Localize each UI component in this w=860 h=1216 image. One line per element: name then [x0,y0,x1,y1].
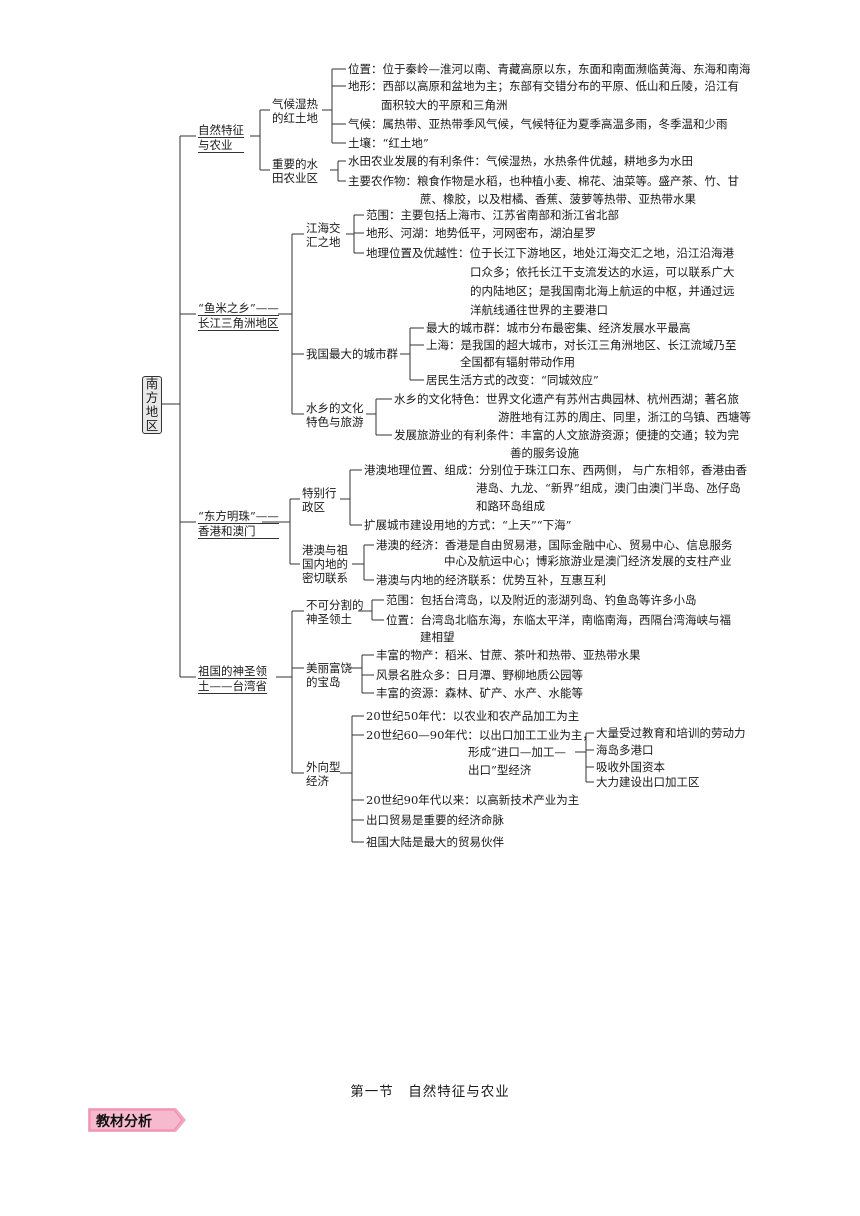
node-taiwan: 祖国的神圣领 土——台湾省 [198,664,267,694]
leaf-main-crops-cont: 蔗、橡胶，以及柑橘、香蕉、菠萝等热带、亚热带水果 [420,192,696,206]
node-yangtze-delta: “鱼米之乡”—— 长江三角洲地区 [198,301,279,331]
leaf-tourism-conditions-cont: 善的服务设施 [510,446,579,460]
node-red-soil: 气候湿热的红土地 [272,97,318,125]
leaf-terrain-cont: 面积较大的平原和三角洲 [381,98,508,112]
leaf-water-culture: 水乡的文化特色：世界文化遗产有苏州古典园林、杭州西湖；著名旅 [394,392,739,406]
leaf-taiwan-scope: 范围：包括台湾岛，以及附近的澎湖列岛、钓鱼岛等许多小岛 [386,593,697,607]
leaf-products: 丰富的物产：稻米、甘蔗、茶叶和热带、亚热带水果 [376,648,641,662]
leaf-foreign-capital: 吸收外国资本 [596,760,665,774]
node-paddy-agriculture: 重要的水田农业区 [272,157,318,185]
leaf-hk-macau-economy-cont: 中心及航运中心；博彩旅游业是澳门经济发展的支柱产业 [444,554,732,568]
root-label: 南方地区 [145,376,159,433]
node-river-sea-junction: 江海交汇之地 [306,221,341,249]
leaf-shanghai: 上海：是我国的超大城市，对长江三角洲地区、长江流域乃至 [426,338,737,352]
leaf-hk-macau-location: 港澳地理位置、组成：分别位于珠江口东、西两侧， 与广东相邻，香港由香 [364,463,748,477]
leaf-taiwan-position-cont: 建相望 [420,630,455,644]
leaf-ports: 海岛多港口 [596,743,654,757]
leaf-geo-advantage-4: 洋航线通往世界的主要港口 [470,303,608,317]
node-inseparable-territory: 不可分割的神圣领土 [306,598,364,626]
leaf-resources: 丰富的资源：森林、矿产、水产、水能等 [376,686,583,700]
leaf-taiwan-position: 位置：台湾岛北临东海，东临太平洋，南临南海，西隔台湾海峡与福 [386,613,731,627]
section-title: 第一节 自然特征与农业 [350,1084,510,1100]
leaf-scope: 范围：主要包括上海市、江苏省南部和浙江省北部 [366,208,619,222]
leaf-scenic-spots: 风景名胜众多：日月潭、野柳地质公园等 [376,668,583,682]
leaf-1960s-90s: 20世纪60—90年代：以出口加工工业为主， [366,728,594,742]
node-hk-macau: “东方明珠”—— 香港和澳门 [198,509,279,539]
leaf-trained-labor: 大量受过教育和培训的劳动力 [596,726,746,740]
leaf-export-lifeline: 出口贸易是重要的经济命脉 [366,813,504,827]
leaf-lifestyle: 居民生活方式的改变：“同城效应” [426,373,599,387]
leaf-climate: 气候：属热带、亚热带季风气候，气候特征为夏季高温多雨，冬季温和少雨 [348,117,728,131]
leaf-land-expansion: 扩展城市建设用地的方式：“上天”“下海” [364,518,572,532]
leaf-largest-cluster: 最大的城市群：城市分布最密集、经济发展水平最高 [426,321,691,335]
leaf-tourism-conditions: 发展旅游业的有利条件：丰富的人文旅游资源；便捷的交通；较为完 [394,428,739,442]
leaf-1960s-90s-2: 形成“进口—加工— [468,745,566,759]
node-mainland-ties: 港澳与祖国内地的密切联系 [302,543,348,585]
node-water-town-culture: 水乡的文化特色与旅游 [306,401,364,429]
leaf-shanghai-cont: 全国都有辐射带动作用 [460,355,575,369]
textbook-analysis-badge: 教材分析 [96,1114,152,1130]
leaf-geo-advantage: 地理位置及优越性：位于长江下游地区，地处江海交汇之地，沿江沿海港 [366,246,734,260]
leaf-hk-macau-location-2: 港岛、九龙、“新界”组成，澳门由澳门半岛、氹仔岛 [476,481,741,495]
leaf-terrain: 地形：西部以高原和盆地为主；东部有交错分布的平原、低山和丘陵，沿江有 [348,79,739,93]
leaf-economic-ties: 港澳与内地的经济联系：优势互补，互惠互利 [376,573,606,587]
leaf-main-crops: 主要农作物：粮食作物是水稻，也种植小麦、棉花、油菜等。盛产茶、竹、甘 [348,174,739,188]
node-largest-city-cluster: 我国最大的城市群 [306,347,398,361]
node-special-admin-region: 特别行政区 [302,486,337,514]
leaf-water-culture-cont: 游胜地有江苏的周庄、同里，浙江的乌镇、西塘等 [498,410,751,424]
leaf-1950s: 20世纪50年代：以农业和农产品加工为主 [366,709,580,723]
leaf-location: 位置：位于秦岭—淮河以南、青藏高原以东，东面和南面濒临黄海、东海和南海 [348,62,751,76]
leaf-trade-partner: 祖国大陆是最大的贸易伙伴 [366,835,504,849]
root-node-south-region: 南方地区 [142,376,162,434]
leaf-1960s-90s-3: 出口”型经济 [468,763,532,777]
leaf-hk-macau-economy: 港澳的经济：香港是自由贸易港，国际金融中心、贸易中心、信息服务 [376,538,733,552]
leaf-geo-advantage-3: 的内陆地区；是我国南北海上航运的中枢，并通过远 [470,284,735,298]
badge-shape [88,1108,186,1132]
leaf-hk-macau-location-3: 和路环岛组成 [476,499,545,513]
leaf-soil: 土壤：“红土地” [348,136,429,150]
leaf-export-zones: 大力建设出口加工区 [596,775,700,789]
leaf-1990s: 20世纪90年代以来：以高新技术产业为主 [366,793,580,807]
leaf-geo-advantage-2: 口众多；依托长江干支流发达的水运，可以联系广大 [470,265,735,279]
leaf-paddy-conditions: 水田农业发展的有利条件：气候湿热，水热条件优越，耕地多为水田 [348,154,693,168]
node-treasure-island: 美丽富饶的宝岛 [306,661,352,689]
node-natural-features: 自然特征 与农业 [198,123,244,153]
leaf-terrain-rivers: 地形、河湖：地势低平，河网密布，湖泊星罗 [366,226,596,240]
node-export-economy: 外向型经济 [306,760,341,788]
